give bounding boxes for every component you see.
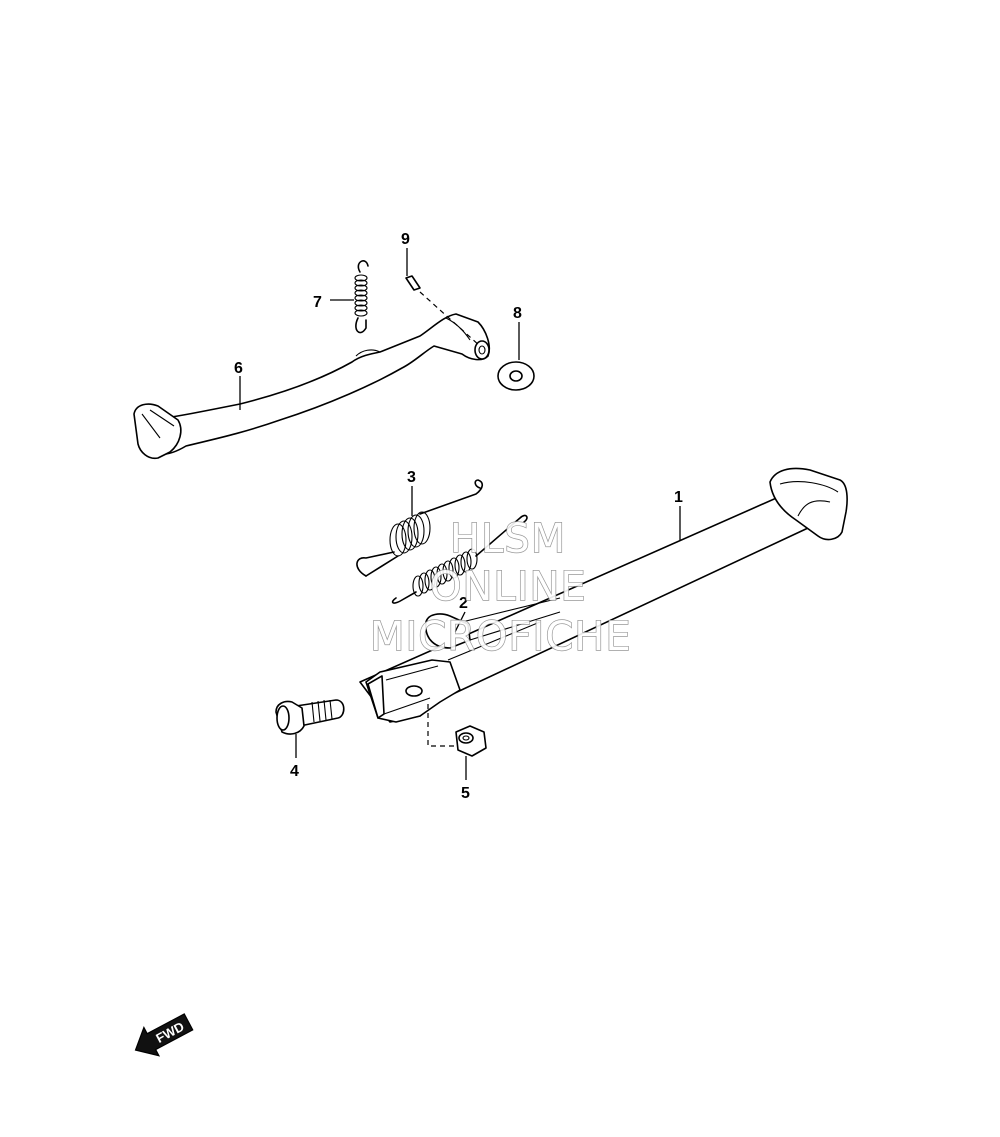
watermark: HLSM ONLINE MICROFICHE <box>369 515 632 660</box>
part-spring-extension[interactable] <box>354 260 369 334</box>
watermark-line-2: ONLINE <box>430 564 587 610</box>
callout-1: 1 <box>674 489 683 506</box>
part-brake-lever[interactable] <box>133 313 491 460</box>
callout-labels: 1 2 3 4 5 6 7 8 9 <box>234 231 683 802</box>
leader-lines <box>239 248 681 780</box>
part-washer[interactable] <box>497 361 535 391</box>
fwd-indicator: FWD <box>134 1013 194 1057</box>
part-spring-torsion[interactable] <box>356 479 484 577</box>
callout-7: 7 <box>313 294 322 311</box>
watermark-line-3: MICROFICHE <box>370 614 632 660</box>
callout-4: 4 <box>290 763 299 780</box>
callout-8: 8 <box>513 305 522 322</box>
part-cotter-pin[interactable] <box>405 275 481 347</box>
callout-3: 3 <box>407 469 416 486</box>
part-bolt[interactable] <box>275 699 345 735</box>
fwd-arrow-icon: FWD <box>134 1013 194 1057</box>
callout-6: 6 <box>234 360 243 377</box>
part-nut[interactable] <box>455 725 487 757</box>
callout-9: 9 <box>401 231 410 248</box>
watermark-line-1: HLSM <box>450 516 566 562</box>
callout-2: 2 <box>459 595 468 612</box>
callout-5: 5 <box>461 785 470 802</box>
part-spring-small[interactable] <box>391 514 528 604</box>
part-side-stand[interactable] <box>359 467 848 723</box>
